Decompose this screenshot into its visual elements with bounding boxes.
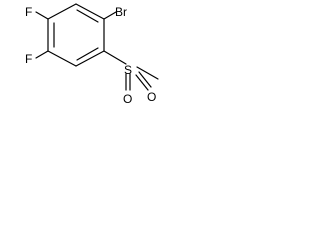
bond-sulfur-oxygen-right-a [135, 74, 149, 91]
bond-ring-fluorine-bottom [35, 50, 49, 59]
atom-label-oxygen-right: O [147, 90, 156, 104]
bond-ring-bromine [103, 11, 117, 20]
bond-ring-sulfur [103, 50, 127, 65]
atom-label-bromine: Br [115, 5, 127, 19]
molecule-structure-diagram: F F Br S O O [25, 3, 159, 106]
ring-bond-c1-c2 [75, 3, 105, 20]
atom-label-fluorine-bottom: F [25, 52, 32, 66]
ring-bond-c3-c4 [75, 50, 105, 67]
bond-sulfur-oxygen-right-b [138, 71, 152, 88]
bond-sulfur-methyl [136, 66, 159, 80]
bond-ring-fluorine-top [35, 11, 49, 20]
atom-label-fluorine-top: F [25, 5, 32, 19]
ring-double-bond-c3-c4 [76, 47, 99, 61]
atom-label-sulfur: S [124, 63, 132, 77]
atom-label-oxygen-bottom: O [123, 92, 132, 106]
ring-double-bond-c1-c2 [76, 9, 99, 23]
ring-bond-c6-c1 [47, 3, 77, 20]
ring-bond-c4-c5 [47, 50, 77, 67]
